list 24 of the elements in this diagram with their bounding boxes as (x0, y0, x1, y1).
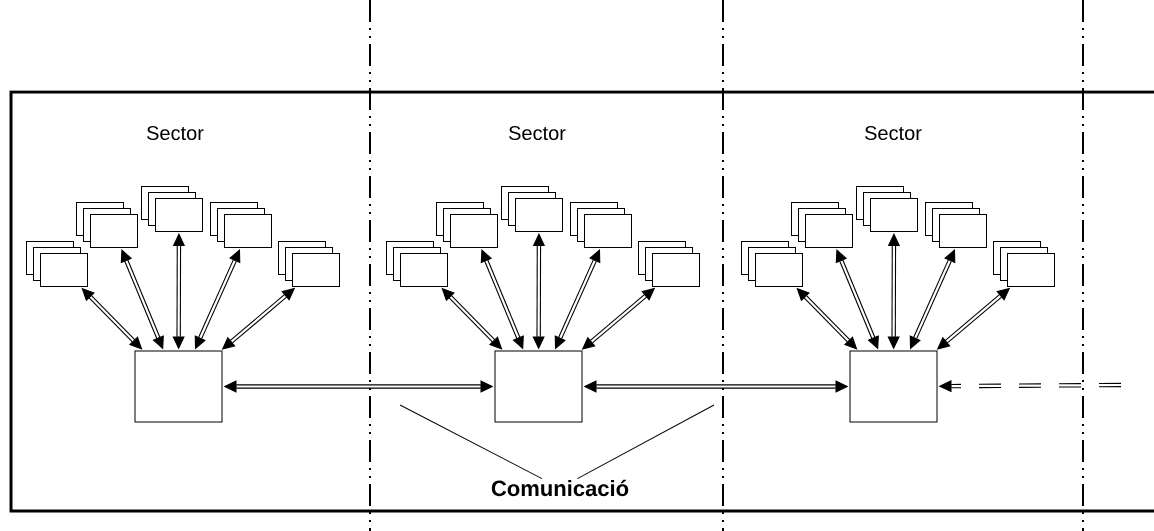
stacked-boxes (570, 202, 632, 248)
stacked-boxes (638, 241, 700, 287)
central-box (134, 350, 223, 423)
stacked-boxes (26, 241, 88, 287)
stacked-boxes (278, 241, 340, 287)
stacked-boxes (501, 186, 563, 232)
leader-line (576, 404, 715, 480)
stacked-boxes (856, 186, 918, 232)
stacked-boxes (436, 202, 498, 248)
stacked-boxes (993, 241, 1055, 287)
sector-label: Sector (509, 125, 566, 141)
central-box (849, 350, 938, 423)
sector-label: Sector (147, 125, 204, 141)
sector-label: Sector (865, 125, 922, 141)
stacked-boxes (925, 202, 987, 248)
stacked-boxes (741, 241, 803, 287)
stacked-boxes (141, 186, 203, 232)
stacked-boxes (76, 202, 138, 248)
leader-line (399, 404, 543, 480)
central-box (494, 350, 583, 423)
stacked-boxes (386, 241, 448, 287)
stacked-boxes (791, 202, 853, 248)
label-text: Comunicació (491, 479, 629, 497)
stacked-boxes (210, 202, 272, 248)
